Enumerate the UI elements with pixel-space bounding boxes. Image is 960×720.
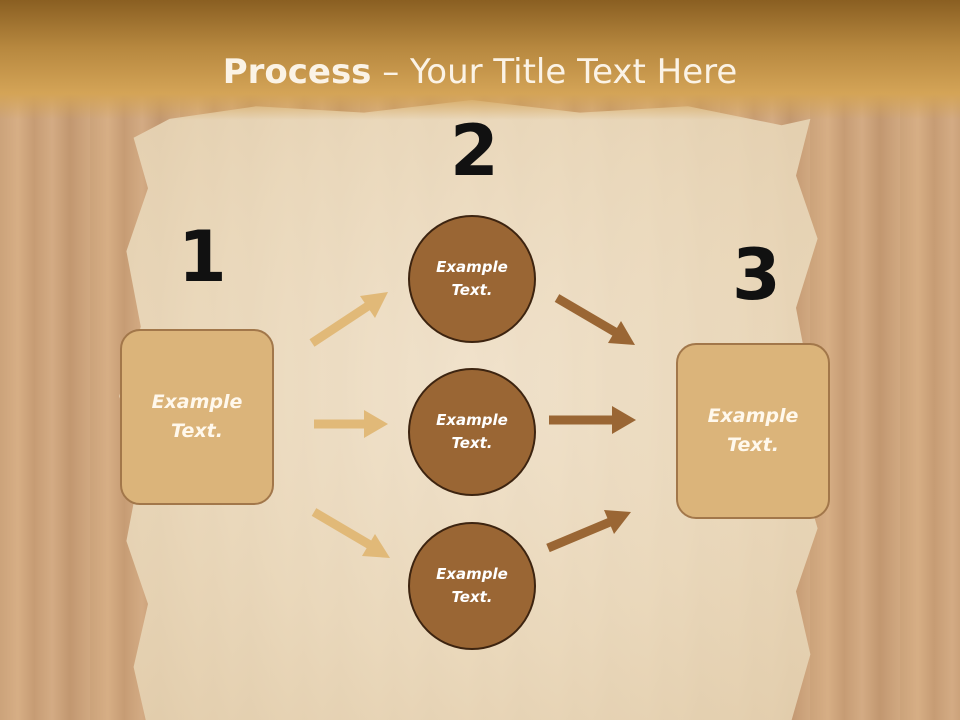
slide-title[interactable]: Process – Your Title Text Here [0, 52, 960, 92]
circle-top[interactable]: Example Text. [408, 215, 536, 343]
step-3-box[interactable]: Example Text. [676, 343, 830, 519]
arrow-left-bottom [311, 508, 390, 558]
circle-bottom[interactable]: Example Text. [408, 522, 536, 650]
title-rest-text: – Your Title Text Here [371, 52, 738, 92]
arrow-right-top [554, 294, 635, 345]
arrow-left-middle [314, 410, 388, 438]
header-band [0, 0, 960, 120]
step-number-2: 2 [450, 110, 499, 192]
step-3-text-line1: Example [707, 405, 799, 427]
arrow-right-middle [549, 406, 636, 434]
title-bold-text: Process [222, 52, 372, 92]
circle-top-text-line1: Example [436, 258, 508, 276]
circle-bottom-text-line2: Text. [451, 588, 493, 606]
step-1-text-line1: Example [151, 391, 243, 413]
step-number-3: 3 [732, 234, 781, 316]
step-3-text-line2: Text. [727, 434, 779, 456]
arrow-left-top [309, 292, 388, 347]
step-1-text-line2: Text. [171, 420, 223, 442]
arrow-right-bottom [546, 510, 631, 553]
circle-top-text-line2: Text. [451, 281, 493, 299]
circle-middle[interactable]: Example Text. [408, 368, 536, 496]
circle-middle-text-line2: Text. [451, 434, 493, 452]
step-1-box[interactable]: Example Text. [120, 329, 274, 505]
circle-bottom-text-line1: Example [436, 565, 508, 583]
step-number-1: 1 [178, 216, 227, 298]
circle-middle-text-line1: Example [436, 411, 508, 429]
